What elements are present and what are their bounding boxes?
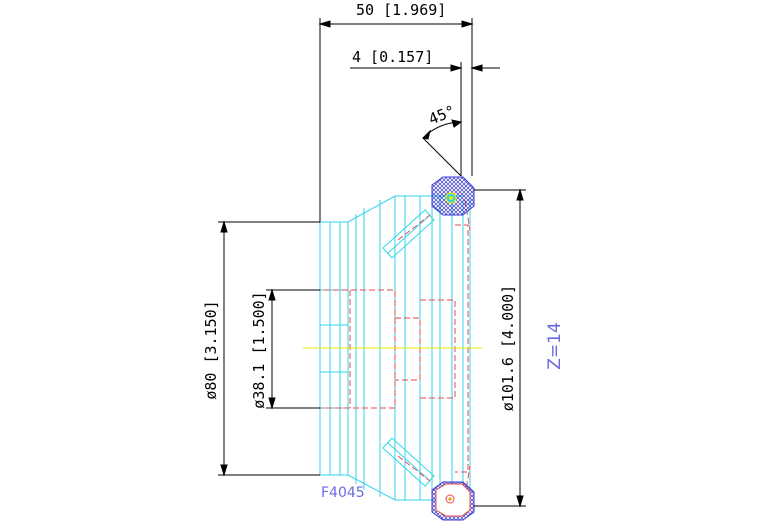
teeth-count-label: Z=14 [545, 322, 565, 370]
chamfer-offset-label: 4 [0.157] [352, 48, 433, 66]
insert-top [431, 176, 475, 216]
shank-diameter-label: ø80 [3.150] [202, 300, 220, 399]
model-label: F4045 [321, 485, 365, 501]
overall-length-label: 50 [1.969] [356, 1, 446, 19]
insert-bottom [431, 481, 475, 521]
cutter-diameter-label: ø101.6 [4.000] [499, 285, 517, 411]
dimensions [218, 18, 526, 508]
bore-diameter-label: ø38.1 [1.500] [250, 291, 268, 408]
